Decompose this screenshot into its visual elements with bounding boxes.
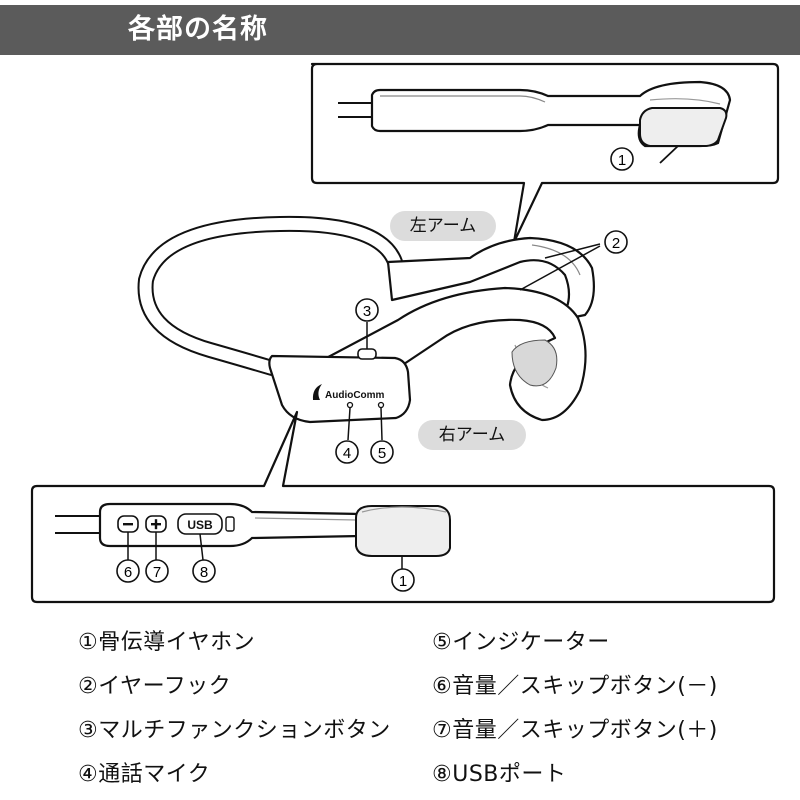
callout-4: 4 xyxy=(335,440,359,464)
svg-text:4: 4 xyxy=(343,445,351,462)
right-arm-closeup: USB xyxy=(55,502,451,570)
detail-box-top: 1 xyxy=(310,62,780,244)
svg-text:7: 7 xyxy=(153,564,161,581)
legend-item-5: ⑤インジケーター xyxy=(432,630,610,655)
callout-5: 5 xyxy=(370,440,394,464)
svg-text:1: 1 xyxy=(618,152,626,169)
callout-1-top: 1 xyxy=(610,147,634,171)
legend-item-1: ①骨伝導イヤホン xyxy=(78,630,256,655)
multifunction-button xyxy=(357,348,377,360)
left-arm-closeup xyxy=(338,80,732,164)
legend-item-4: ④通話マイク xyxy=(78,762,211,787)
audiocomm-logo: AudioComm xyxy=(312,384,385,401)
minus-icon xyxy=(123,523,133,526)
callout-2: 2 xyxy=(604,230,628,254)
left-arm-label: 左アーム xyxy=(390,211,496,241)
legend-item-2: ②イヤーフック xyxy=(78,674,232,699)
indicator-light xyxy=(377,401,385,409)
svg-text:AudioComm: AudioComm xyxy=(325,390,385,401)
callout-7: 7 xyxy=(145,559,169,583)
legend-item-7: ⑦音量／スキップボタン(＋) xyxy=(432,718,718,743)
detail-box-bottom: USB 6 7 8 1 xyxy=(30,410,776,604)
header-banner: 各部の名称 xyxy=(0,5,800,55)
callout-3: 3 xyxy=(355,298,379,322)
legend-item-6: ⑥音量／スキップボタン(－) xyxy=(432,674,718,699)
svg-text:3: 3 xyxy=(363,303,371,320)
svg-text:2: 2 xyxy=(612,235,620,252)
svg-text:5: 5 xyxy=(378,445,386,462)
callout-6: 6 xyxy=(116,559,140,583)
page-title: 各部の名称 xyxy=(128,14,268,45)
svg-text:1: 1 xyxy=(399,573,407,590)
legend-item-8: ⑧USBポート xyxy=(432,762,567,787)
svg-text:6: 6 xyxy=(124,564,132,581)
callout-8: 8 xyxy=(192,559,216,583)
right-arm-label: 右アーム xyxy=(418,420,526,450)
svg-text:8: 8 xyxy=(200,564,208,581)
call-microphone xyxy=(346,401,354,409)
headphone-body: AudioComm xyxy=(137,215,601,441)
legend-item-3: ③マルチファンクションボタン xyxy=(78,718,391,743)
callout-1-bottom: 1 xyxy=(391,568,415,592)
svg-text:USB: USB xyxy=(187,518,213,532)
